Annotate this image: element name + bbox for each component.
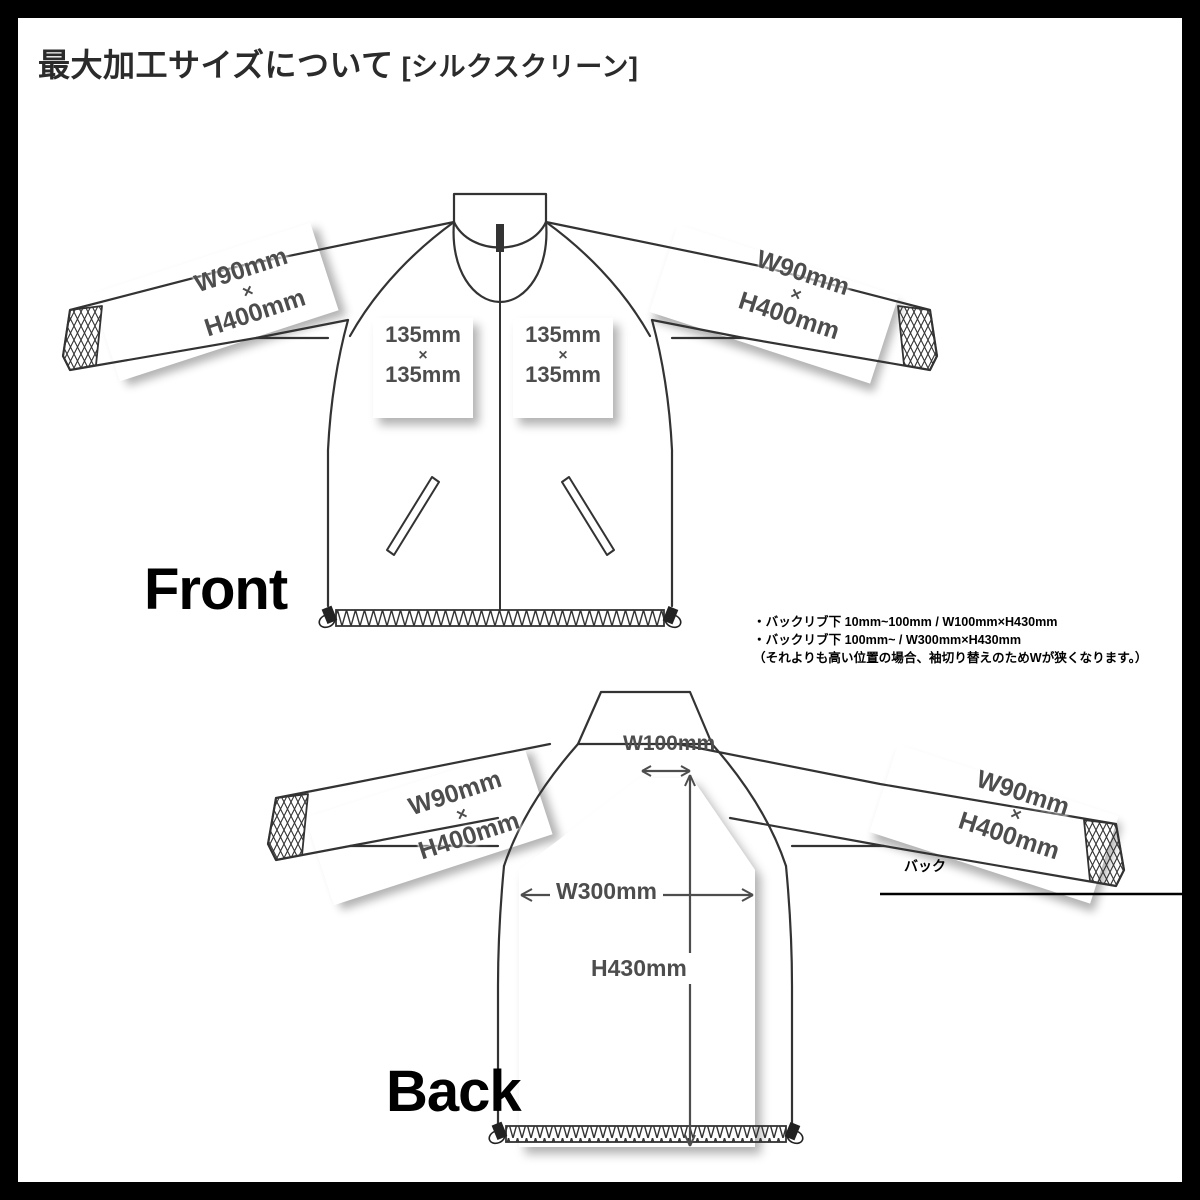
front-right-chest-sep: × [558, 346, 568, 364]
back-body-width-label: W300mm [550, 878, 663, 905]
page-title: 最大加工サイズについて[シルクスクリーン] [38, 40, 638, 86]
front-view-label: Front [144, 557, 288, 622]
front-right-chest-label: 135mm × 135mm [505, 322, 621, 387]
page-title-main: 最大加工サイズについて [38, 47, 394, 83]
back-rib-notes: ・バックリブ下 10mm~100mm / W100mm×H430mm ・バックリ… [753, 614, 1147, 668]
front-left-chest-w: 135mm [385, 322, 461, 347]
front-drawstring-toggle-right [662, 605, 682, 629]
back-hem-rib [505, 1125, 787, 1143]
back-height-label: H430mm [585, 953, 693, 984]
note-line-1: ・バックリブ下 10mm~100mm / W100mm×H430mm [753, 615, 1058, 629]
note-line-2: ・バックリブ下 100mm~ / W300mm×H430mm [753, 632, 1022, 647]
front-left-chest-label: 135mm × 135mm [365, 322, 481, 387]
back-drawstring-toggle-right [784, 1121, 804, 1145]
note-line-3: （それよりも高い位置の場合、袖切り替えのためWが狭くなります。） [753, 650, 1148, 665]
back-drawstring-toggle-left [488, 1121, 508, 1145]
front-jacket-outline [61, 192, 939, 611]
poster-frame: 最大加工サイズについて[シルクスクリーン] [18, 18, 1182, 1182]
front-hem-rib [335, 609, 665, 627]
page-title-bracket: [シルクスクリーン] [401, 52, 639, 82]
front-right-chest-h: 135mm [525, 361, 601, 387]
back-top-width-label: W100mm [623, 732, 716, 755]
back-tag-label: バック [904, 858, 946, 874]
front-drawstring-toggle-left [318, 605, 338, 629]
front-right-chest-w: 135mm [525, 322, 601, 347]
front-left-chest-h: 135mm [385, 361, 461, 387]
back-view-label: Back [386, 1059, 522, 1124]
front-left-chest-sep: × [418, 346, 428, 364]
